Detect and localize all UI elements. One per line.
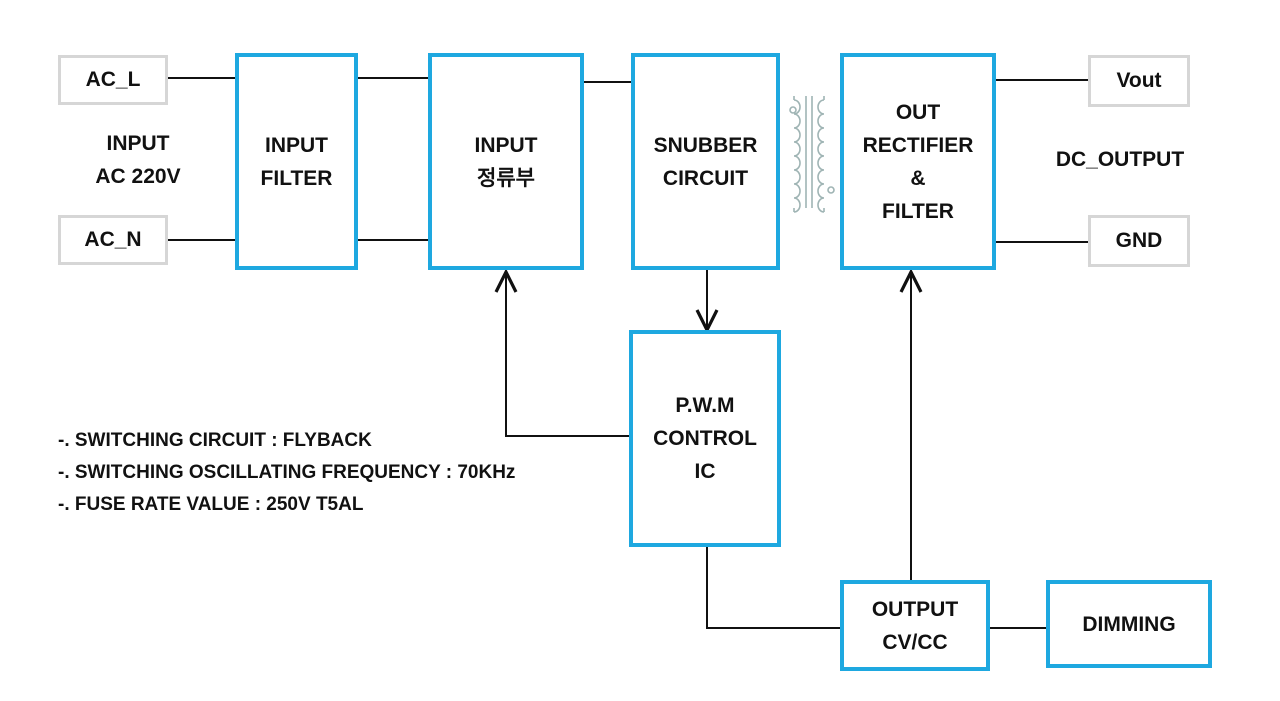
block-input-rectifier: INPUT 정류부 — [428, 53, 584, 270]
block-out-rectifier-filter: OUT RECTIFIER & FILTER — [840, 53, 996, 270]
arrow-pwm-rectifier — [506, 272, 631, 437]
spec-notes: -. SWITCHING CIRCUIT : FLYBACK -. SWITCH… — [58, 425, 515, 521]
wire-pwm-cvcc — [706, 545, 842, 629]
block-pwm-control-ic: P.W.M CONTROL IC — [629, 330, 781, 547]
transformer-icon — [789, 96, 835, 213]
block-dimming: DIMMING — [1046, 580, 1212, 668]
dc-output-label: DC_OUTPUT — [1055, 148, 1185, 171]
block-snubber-circuit: SNUBBER CIRCUIT — [631, 53, 780, 270]
block-input-filter: INPUT FILTER — [235, 53, 358, 270]
terminal-gnd: GND — [1088, 215, 1190, 267]
block-output-cvcc: OUTPUT CV/CC — [840, 580, 990, 671]
input-ac-label: INPUT AC 220V — [95, 132, 181, 188]
note-switching-frequency: -. SWITCHING OSCILLATING FREQUENCY : 70K… — [58, 462, 516, 483]
note-switching-circuit: -. SWITCHING CIRCUIT : FLYBACK — [58, 430, 372, 451]
note-fuse-rate: -. FUSE RATE VALUE : 250V T5AL — [58, 494, 364, 515]
terminal-vout: Vout — [1088, 55, 1190, 107]
terminal-ac-n: AC_N — [58, 215, 168, 265]
terminal-ac-l: AC_L — [58, 55, 168, 105]
